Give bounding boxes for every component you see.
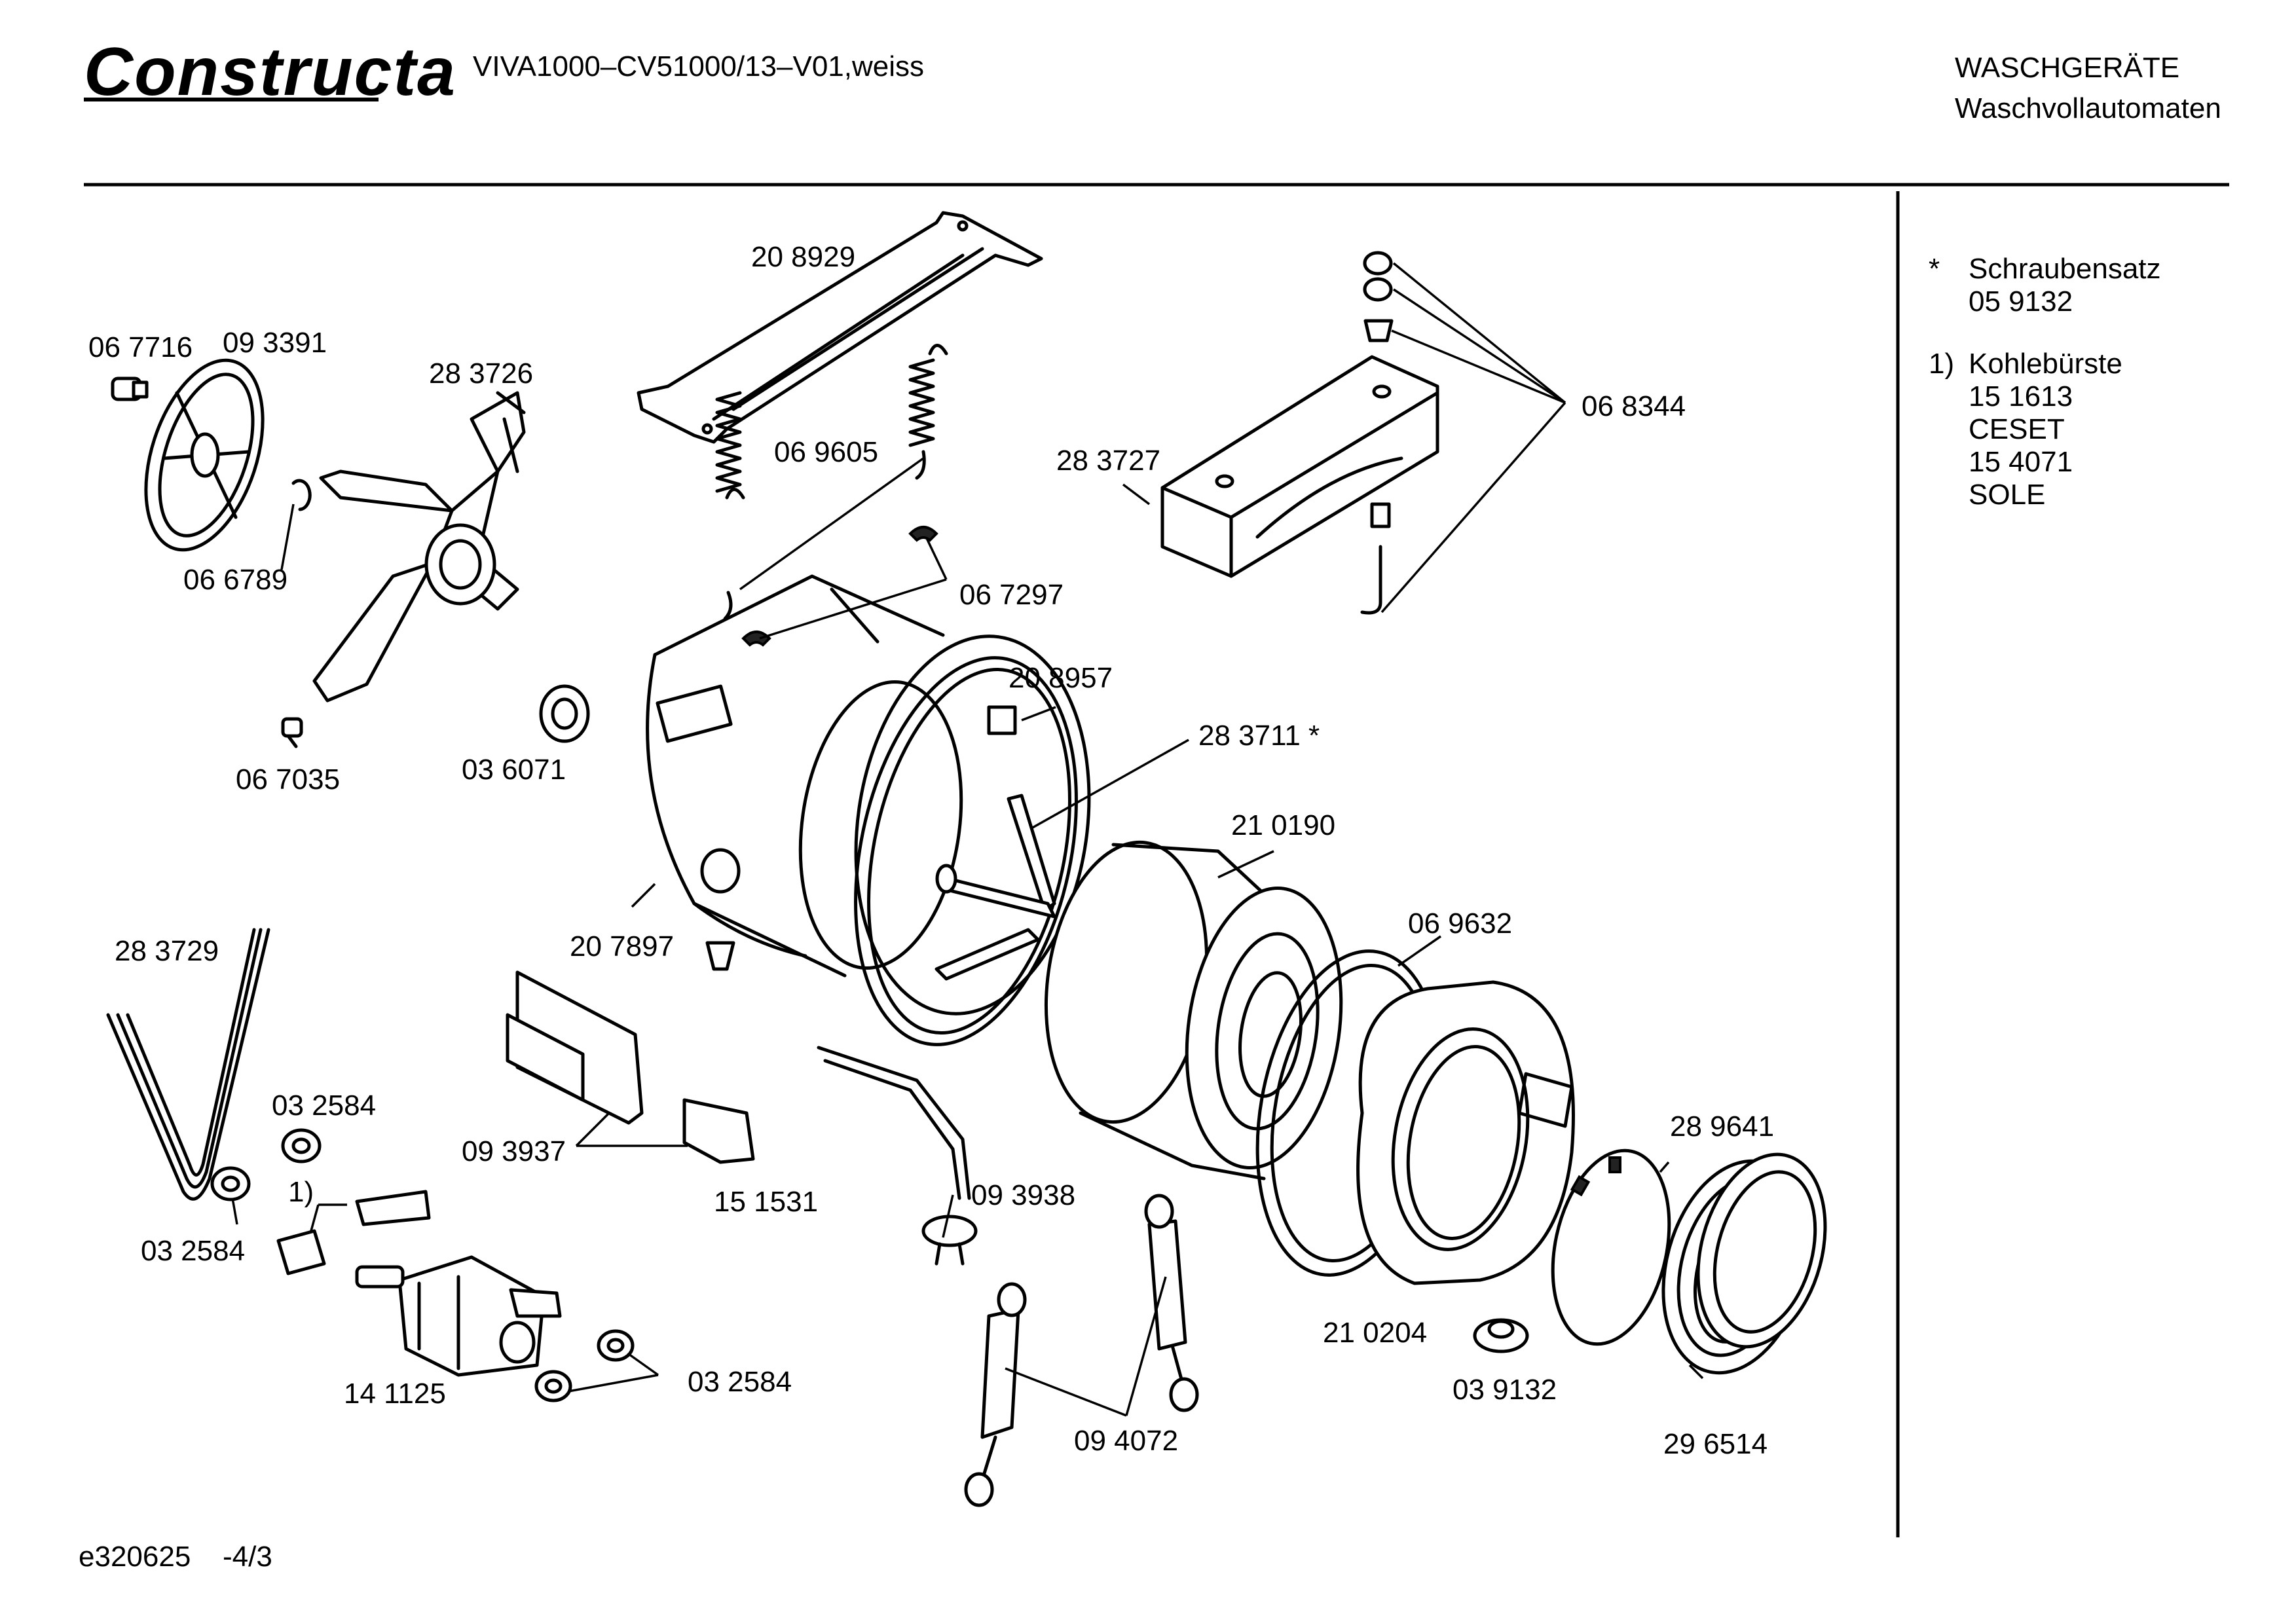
drive-belt-drawing (106, 928, 270, 1201)
part-label: 06 7297 (959, 579, 1064, 611)
part-label: 28 9641 (1670, 1110, 1774, 1143)
flange-nut-drawing (1473, 1318, 1529, 1353)
part-label: 14 1125 (344, 1378, 446, 1410)
part-label: 03 2584 (272, 1090, 376, 1122)
part-label: 20 8957 (1009, 662, 1113, 694)
part-label: 28 3726 (429, 357, 533, 390)
cross-bar-drawing (637, 211, 1043, 444)
part-label: 09 3391 (223, 327, 327, 359)
counterweight-drawing (1160, 251, 1439, 615)
part-drawings (106, 211, 1827, 1507)
bracket-drawing (935, 794, 1056, 981)
leader-lines (231, 262, 1704, 1417)
part-label: 06 7716 (88, 331, 193, 363)
footer: e320625 -4/3 (79, 1541, 272, 1573)
drum-spider-drawing (281, 391, 526, 748)
legend-note-marker: 1) (1929, 348, 1954, 380)
part-label: 21 0190 (1231, 809, 1335, 841)
clamp-ring-drawing (854, 656, 1078, 1046)
part-label: 20 8929 (751, 241, 855, 273)
tub-drawing (646, 574, 1091, 1016)
part-label: 06 9605 (774, 436, 878, 468)
part-label: 06 9632 (1408, 907, 1512, 940)
legend-note-item: 15 4071 (1969, 446, 2073, 478)
part-label: 20 7897 (570, 930, 674, 962)
subcategory-title: Waschvollautomaten (1955, 92, 2221, 124)
part-label: 09 3937 (462, 1135, 566, 1167)
document-id: e320625 (79, 1541, 191, 1573)
part-label: 15 1531 (714, 1186, 818, 1218)
part-label: 28 3729 (115, 935, 219, 967)
part-label: 29 6514 (1663, 1428, 1768, 1460)
part-label: 09 4072 (1074, 1425, 1178, 1457)
legend: * Schraubensatz 05 9132 1) Kohlebürste 1… (1929, 253, 2161, 511)
legend-note-item: SOLE (1969, 479, 2045, 511)
part-label: 06 8344 (1582, 390, 1686, 422)
door-seal-drawing (1551, 1148, 1827, 1375)
part-label: 06 6789 (183, 564, 287, 596)
legend-star-symbol: * (1929, 253, 1940, 285)
legend-note-item: CESET (1969, 413, 2065, 445)
shock-absorber-drawing (964, 1194, 1199, 1507)
part-label: 03 2584 (688, 1366, 792, 1398)
spring-drawing (715, 344, 948, 621)
part-label: 03 2584 (141, 1235, 245, 1267)
pulley-wheel-drawing (111, 358, 312, 552)
support-bracket-drawing (506, 970, 755, 1164)
brand-logo: Constructa (84, 34, 456, 110)
model-title: VIVA1000–CV51000/13–V01,weiss (473, 50, 924, 82)
part-label: 1) (288, 1176, 314, 1208)
clip-drawing (741, 526, 938, 647)
legend-note-label: Kohlebürste (1969, 348, 2122, 380)
drum-drawing (1044, 840, 1343, 1181)
legend-note-item: 15 1613 (1969, 380, 2073, 412)
part-label: 06 7035 (236, 763, 340, 796)
heating-element-drawing (817, 1046, 978, 1266)
part-label: 09 3938 (971, 1179, 1075, 1211)
part-label: 03 6071 (462, 754, 566, 786)
part-label: 28 3711 * (1198, 720, 1320, 752)
part-label: 03 9132 (1453, 1374, 1557, 1406)
part-label: 28 3727 (1056, 445, 1160, 477)
legend-star-label: Schraubensatz (1969, 253, 2161, 285)
header: Constructa VIVA1000–CV51000/13–V01,weiss… (84, 34, 2221, 124)
page-number: -4/3 (223, 1541, 272, 1573)
motor-drawing (276, 1190, 562, 1377)
part-callouts: 06 7716 09 3391 28 3726 06 6789 06 7035 … (88, 241, 1774, 1460)
legend-star-part: 05 9132 (1969, 285, 2073, 318)
part-label: 21 0204 (1323, 1317, 1427, 1349)
category-title: WASCHGERÄTE (1955, 52, 2179, 84)
nut-drawing (210, 1128, 635, 1402)
front-panel-drawing (1356, 980, 1575, 1285)
bearing-drawing (539, 684, 590, 743)
